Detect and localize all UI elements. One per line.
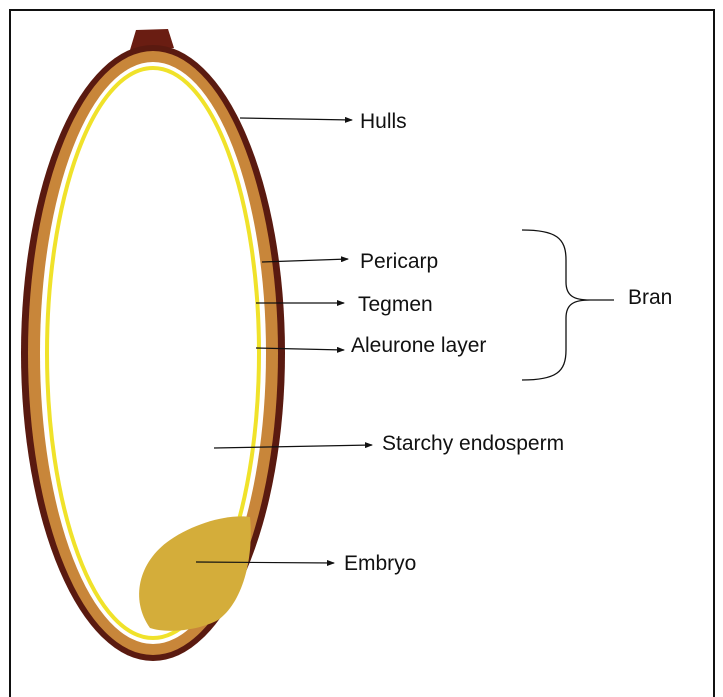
label-hulls: Hulls [360,110,407,133]
label-embryo: Embryo [344,552,416,575]
label-tegmen: Tegmen [358,293,433,316]
label-pericarp: Pericarp [360,250,438,273]
label-aleurone-layer: Aleurone layer [351,334,486,357]
bran-brace [522,230,590,380]
hulls-pointer [240,118,352,120]
label-starchy-endosperm: Starchy endosperm [382,432,564,455]
label-bran: Bran [628,286,672,309]
